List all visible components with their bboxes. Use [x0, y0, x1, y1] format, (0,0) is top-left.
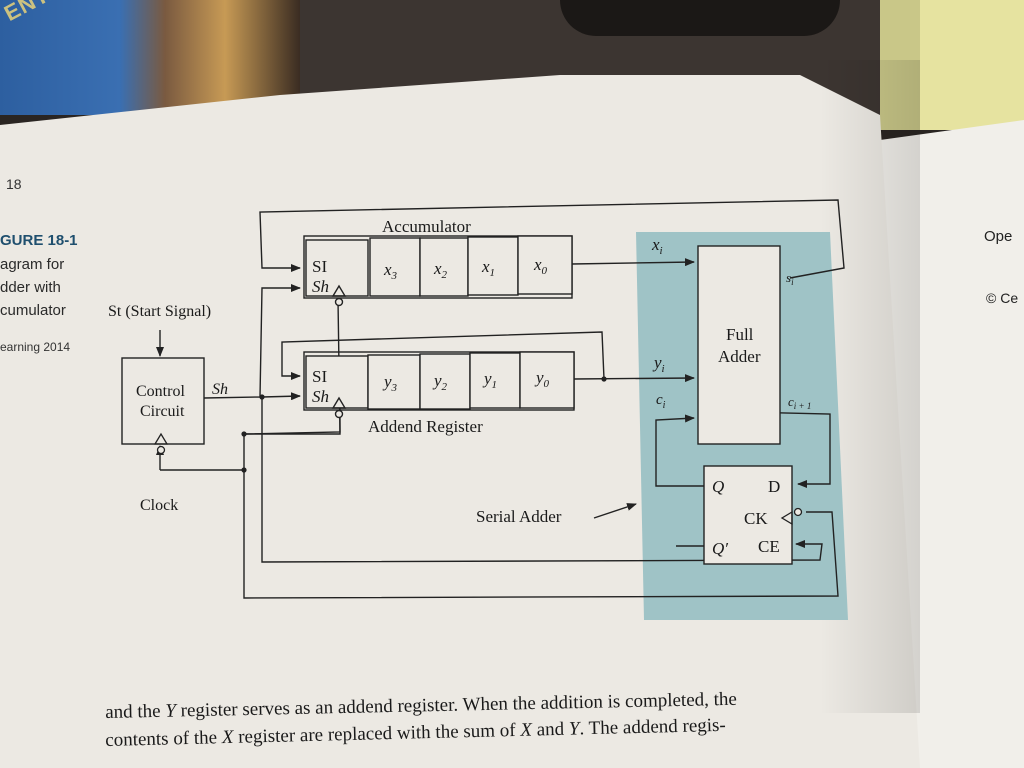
carry-out-wire	[741, 411, 831, 488]
addend-bit-y2	[419, 353, 471, 410]
accumulator-bit-x3	[369, 237, 421, 297]
clock-to-addend-wire	[243, 408, 341, 435]
sum-feedback-wire	[259, 199, 845, 279]
clock-branch-dot	[241, 431, 247, 437]
xi-label: xi	[651, 235, 663, 257]
control-clock-bubble	[156, 445, 166, 455]
right-page-copyright: © Ce	[986, 290, 1019, 306]
yi-wire	[573, 374, 695, 383]
figure-caption-line-3: cumulator	[0, 302, 66, 319]
figure-caption-line-1: agram for	[0, 256, 65, 273]
addend-y1-label: y1	[482, 369, 497, 391]
addend-y3-label: y3	[382, 372, 398, 394]
addend-bit-y0	[519, 351, 575, 409]
accumulator-x2-label: x2	[433, 259, 448, 281]
figure-title: GURE 18-1	[0, 232, 78, 249]
control-circuit-label-2: Circuit	[140, 403, 185, 420]
accumulator-control-cell	[305, 239, 369, 297]
yi-junction-dot	[601, 376, 607, 382]
addend-feedback-wire	[281, 331, 605, 380]
accumulator-bit-x2	[419, 237, 469, 297]
addend-control-cell	[305, 355, 369, 409]
addend-sh-label: Sh	[312, 387, 329, 406]
figure-caption-line-2: dder with	[0, 279, 61, 296]
flipflop-clock-bubble	[793, 507, 803, 517]
clock-label: Clock	[140, 497, 178, 514]
addend-y0-label: y0	[534, 368, 550, 390]
full-adder-label-2: Adder	[718, 347, 761, 366]
control-circuit-box	[121, 357, 205, 445]
start-signal-label: St (Start Signal)	[108, 303, 211, 320]
control-clock-triangle	[153, 432, 169, 445]
full-adder-label-1: Full	[726, 325, 754, 344]
carry-flipflop-box	[703, 465, 793, 565]
xi-wire	[571, 258, 695, 267]
control-sh-label: Sh	[212, 381, 228, 398]
serial-adder-label: Serial Adder	[476, 507, 562, 526]
accumulator-si-label: SI	[312, 257, 327, 276]
ci-plus-1-label: ci + 1	[788, 394, 811, 411]
flipflop-ce-label: CE	[758, 537, 780, 556]
carry-in-wire	[655, 414, 706, 487]
control-circuit-label-1: Control	[136, 383, 185, 400]
addend-y2-label: y2	[432, 371, 448, 393]
sh-wire-ce	[261, 397, 823, 563]
accumulator-label: Accumulator	[382, 217, 471, 236]
yellow-object-shadow	[880, 0, 920, 130]
right-page-heading: Ope	[984, 228, 1013, 245]
flipflop-clock-triangle	[780, 510, 793, 526]
figure-copyright: earning 2014	[0, 340, 71, 354]
clock-to-flipflop-wire	[160, 469, 839, 599]
sh-junction-dot	[259, 394, 265, 400]
book-cover-background: ENTALS	[0, 0, 300, 115]
accumulator-sh-label: Sh	[312, 277, 329, 296]
flipflop-ck-label: CK	[744, 509, 768, 528]
accumulator-bit-x1	[467, 236, 519, 296]
flipflop-d-label: D	[768, 477, 780, 496]
flipflop-q-label: Q	[712, 477, 724, 496]
si-label: si	[786, 270, 794, 287]
yi-label: yi	[652, 353, 665, 375]
accumulator-bit-x0	[517, 235, 573, 295]
addend-clock-triangle	[331, 396, 347, 409]
sh-wire-accumulator	[203, 284, 301, 399]
full-adder-box	[697, 245, 781, 445]
addend-bit-y1	[469, 352, 521, 409]
addend-clock-bubble	[334, 409, 344, 419]
addend-si-label: SI	[312, 367, 327, 386]
accumulator-x1-label: x1	[481, 257, 495, 279]
clock-junction-dot	[241, 467, 247, 473]
accumulator-x0-label: x0	[533, 255, 548, 277]
sh-wire-addend	[261, 392, 301, 401]
serial-adder-pointer	[593, 503, 637, 519]
ci-label: ci	[656, 392, 666, 411]
flipflop-qbar-label: Q′	[712, 539, 728, 558]
dark-object	[560, 0, 840, 36]
accumulator-clock-triangle	[331, 284, 347, 297]
addend-register-label: Addend Register	[368, 417, 483, 436]
accumulator-clock-bubble	[334, 297, 344, 307]
accumulator-x3-label: x3	[383, 260, 398, 282]
page-number: 18	[6, 176, 22, 192]
